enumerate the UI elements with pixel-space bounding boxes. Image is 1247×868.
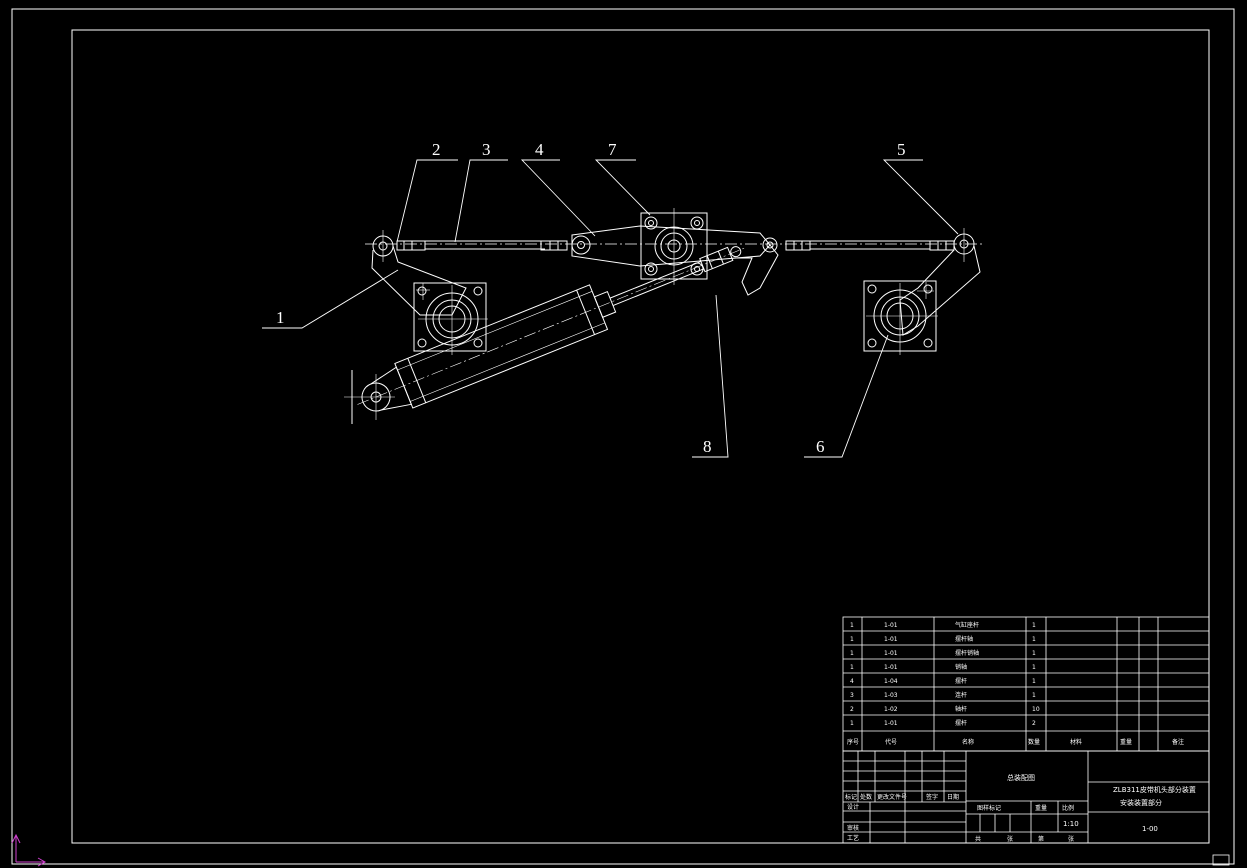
inner-frame [71, 29, 1210, 844]
mechanism [262, 159, 985, 458]
drawing-number: 1-00 [1142, 825, 1158, 833]
ucs-icon [11, 833, 47, 867]
left-tie-rod [396, 240, 568, 251]
center-bearing-block [640, 208, 708, 285]
callout-3: 3 [482, 140, 491, 159]
corner-box [1212, 854, 1230, 866]
rev-label-sign: 签字 [926, 793, 938, 801]
stage-label-weight: 重量 [1035, 804, 1047, 812]
parts-list [842, 616, 1210, 752]
bom-row-code: 1-01 [884, 636, 898, 643]
left-bearing-housing [413, 282, 488, 355]
bom-row-code: 1-04 [884, 678, 898, 685]
bom-row-name: 连杆 [955, 691, 967, 699]
leader-7 [594, 159, 651, 216]
bom-header-note: 备注 [1172, 738, 1184, 746]
row-label-process: 工艺 [847, 834, 859, 842]
bom-row-no: 1 [850, 720, 854, 727]
bom-row-code: 1-03 [884, 692, 898, 699]
row-label-review: 审核 [847, 824, 859, 832]
bom-row-no: 1 [850, 664, 854, 671]
stage-label-mark: 图样标记 [977, 804, 1001, 812]
bom-row-code: 1-01 [884, 650, 898, 657]
bom-header-material: 材料 [1070, 738, 1082, 746]
bom-row-name: 摆杆 [955, 677, 967, 685]
title-block [842, 750, 1210, 844]
rev-label-doc: 更改文件号 [877, 793, 907, 801]
rev-label-mark: 标记 [845, 793, 857, 801]
bom-row-qty: 1 [1032, 664, 1036, 671]
project-title-line1: ZLB311皮带机头部分装置 [1113, 785, 1196, 794]
bom-row-name: 摆杆 [955, 719, 967, 727]
leader-lines [262, 159, 959, 458]
leader-6 [804, 334, 889, 458]
bom-header-name: 名称 [962, 738, 974, 746]
sheet-label-no: 第 [1038, 835, 1044, 843]
leader-3 [454, 159, 508, 243]
callout-5: 5 [897, 140, 906, 159]
bom-row-no: 2 [850, 706, 854, 713]
bom-row-no: 1 [850, 650, 854, 657]
bom-row-name: 气缸座杆 [955, 621, 979, 629]
bom-row-qty: 1 [1032, 650, 1036, 657]
right-tie-rod [785, 240, 955, 251]
bom-row-no: 3 [850, 692, 854, 699]
bom-row-name: 摆杆轴 [955, 635, 973, 643]
callout-4: 4 [535, 140, 544, 159]
bom-row-name: 销轴 [955, 663, 967, 671]
sheet-label-sheets: 张 [1007, 835, 1013, 843]
bom-header-qty: 数量 [1028, 738, 1040, 746]
bom-row-qty: 1 [1032, 636, 1036, 643]
bom-row-qty: 2 [1032, 720, 1036, 727]
bom-row-code: 1-02 [884, 706, 898, 713]
project-title-line2: 安装装置部分 [1120, 798, 1162, 807]
bom-row-qty: 1 [1032, 622, 1036, 629]
outer-border [11, 8, 1235, 865]
leader-8 [692, 294, 729, 458]
bom-row-no: 4 [850, 678, 854, 685]
rev-label-count: 处数 [860, 793, 872, 801]
bom-row-no: 1 [850, 622, 854, 629]
scale-value: 1:10 [1063, 820, 1079, 828]
bom-row-qty: 1 [1032, 692, 1036, 699]
bom-row-no: 1 [850, 636, 854, 643]
rocker-lever [571, 225, 779, 296]
stage-label-scale: 比例 [1062, 804, 1074, 812]
bom-row-qty: 1 [1032, 678, 1036, 685]
bom-row-code: 1-01 [884, 664, 898, 671]
part-title: 总装配图 [1007, 773, 1035, 782]
title-block-text: 总装配图 ZLB311皮带机头部分装置 安装装置部分 1-00 1:10 标记 … [845, 773, 1196, 843]
bom-header-code: 代号 [885, 738, 897, 746]
leader-1 [262, 269, 399, 329]
row-label-design: 设计 [847, 803, 859, 811]
sheet-label-sheet: 张 [1068, 835, 1074, 843]
callout-labels: 1 2 3 4 5 6 7 8 [276, 140, 906, 456]
sheet-label-total: 共 [975, 835, 981, 843]
bom-row-name: 摆杆销轴 [955, 649, 979, 657]
bom-header-weight: 重量 [1120, 738, 1132, 746]
callout-7: 7 [608, 140, 617, 159]
callout-2: 2 [432, 140, 441, 159]
leader-4 [520, 159, 596, 237]
callout-8: 8 [703, 437, 712, 456]
right-bearing-housing [863, 280, 938, 355]
rev-label-date: 日期 [947, 793, 959, 801]
bom-row-name: 轴杆 [955, 705, 967, 713]
parts-list-text: 1 1-01 气缸座杆 1 1 1-01 摆杆轴 1 1 1-01 摆杆销轴 1 1 1-01 销轴 1 4 1-… [847, 621, 1184, 746]
leader-2 [396, 159, 458, 243]
callout-6: 6 [816, 437, 825, 456]
leader-5 [882, 159, 959, 235]
bom-row-qty: 10 [1032, 706, 1040, 713]
bom-row-code: 1-01 [884, 622, 898, 629]
bom-row-code: 1-01 [884, 720, 898, 727]
pneumatic-cylinder [344, 246, 747, 424]
callout-1: 1 [276, 308, 285, 327]
bom-header-no: 序号 [847, 738, 859, 746]
